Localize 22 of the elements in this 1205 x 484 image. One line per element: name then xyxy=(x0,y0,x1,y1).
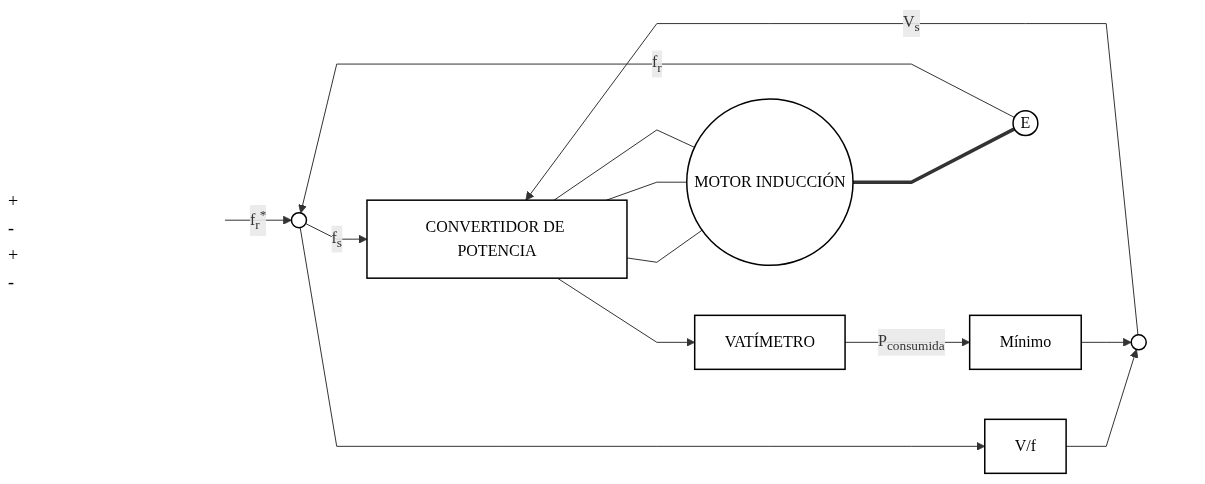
edge-label: P$_{consumida}$ xyxy=(877,332,945,354)
edge-label: V$_{s}$ xyxy=(902,13,920,35)
sign-label: - xyxy=(8,218,15,239)
arrow xyxy=(298,63,1015,214)
sign-label: - xyxy=(8,272,15,293)
node-circle: MOTOR INDUCCIÓN xyxy=(685,98,854,267)
connector xyxy=(852,127,1016,185)
arrow xyxy=(525,23,1139,336)
arrow xyxy=(1065,349,1139,448)
node-box: CONVERTIDOR DE POTENCIA xyxy=(366,199,628,280)
edge-label: f$_{r}$ xyxy=(651,53,662,75)
connector xyxy=(626,230,703,264)
sign-label: + xyxy=(8,191,20,212)
node-circle: E xyxy=(1012,110,1039,137)
node-box: Mínimo xyxy=(968,314,1082,371)
node-circle xyxy=(1130,334,1147,351)
edge-label: f$_{s}$ xyxy=(331,228,342,251)
node-circle xyxy=(290,212,308,229)
sign-label: + xyxy=(8,245,20,266)
connector xyxy=(553,129,695,201)
node-box: VATÍMETRO xyxy=(693,314,846,371)
node-box: V/f xyxy=(983,418,1067,475)
